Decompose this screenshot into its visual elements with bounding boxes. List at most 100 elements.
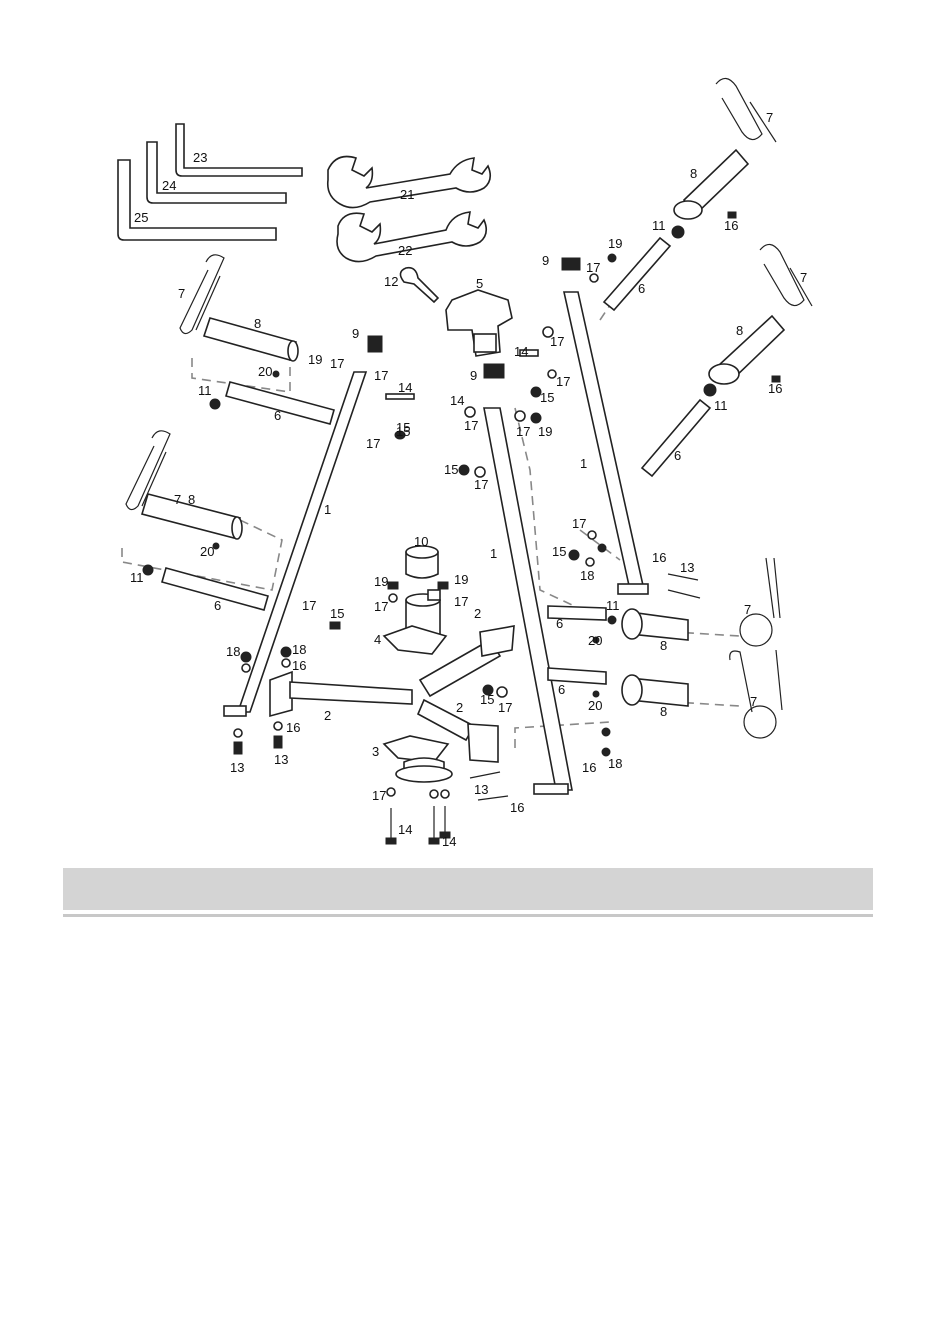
part-label: 11 — [606, 598, 620, 613]
part-label: 18 — [226, 644, 240, 659]
part-label: 13 — [230, 760, 244, 775]
top-bracket — [446, 290, 512, 356]
part-label: 14 — [514, 344, 528, 359]
part-label: 6 — [638, 281, 645, 296]
part-label: 24 — [162, 178, 176, 193]
part-label: 17 — [586, 260, 600, 275]
part-label: 14 — [398, 822, 412, 837]
part-label: 8 — [660, 638, 667, 653]
part-label: 15 — [396, 424, 410, 439]
part-label: 19 — [608, 236, 622, 251]
part-label: 11 — [198, 383, 212, 398]
part-label: 17 — [550, 334, 564, 349]
part-label: 3 — [372, 744, 379, 759]
part-label: 9 — [542, 253, 549, 268]
part-label: 6 — [274, 408, 281, 423]
left-weight-pegs — [142, 318, 334, 610]
part-label: 17 — [372, 788, 386, 803]
part-label: 16 — [286, 720, 300, 735]
part-label: 9 — [470, 368, 477, 383]
part-label: 16 — [652, 550, 666, 565]
part-label: 15 — [552, 544, 566, 559]
part-label: 25 — [134, 210, 148, 225]
part-label: 16 — [510, 800, 524, 815]
part-label: 8 — [736, 323, 743, 338]
part-label: 14 — [398, 380, 412, 395]
part-label: 17 — [374, 368, 388, 383]
part-label: 8 — [254, 316, 261, 331]
part-label: 13 — [474, 782, 488, 797]
part-label: 18 — [580, 568, 594, 583]
part-label: 11 — [652, 218, 666, 233]
part-label: 10 — [414, 534, 428, 549]
part-label: 6 — [214, 598, 221, 613]
part-label: 18 — [608, 756, 622, 771]
part-label: 19 — [308, 352, 322, 367]
part-label: 16 — [724, 218, 738, 233]
part-label: 5 — [476, 276, 483, 291]
part-label: 16 — [768, 381, 782, 396]
center-hub — [384, 546, 452, 782]
part-label: 1 — [324, 502, 331, 517]
part-label: 9 — [352, 326, 359, 341]
part-label: 12 — [384, 274, 398, 289]
part-label: 13 — [680, 560, 694, 575]
part-label: 7 — [178, 286, 185, 301]
part-label: 6 — [558, 682, 565, 697]
part-label: 1 — [490, 546, 497, 561]
part-label: 19 — [374, 574, 388, 589]
part-label: 2 — [474, 606, 481, 621]
part-label: 2 — [324, 708, 331, 723]
part-label: 14 — [442, 834, 456, 849]
part-label: 7 — [744, 602, 751, 617]
right-weight-pegs — [548, 150, 784, 706]
part-label: 17 — [374, 599, 388, 614]
part-label: 17 — [516, 424, 530, 439]
part-label: 17 — [366, 436, 380, 451]
part-label: 4 — [374, 632, 381, 647]
part-label: 11 — [714, 398, 728, 413]
section-header-bar — [63, 868, 873, 910]
part-label: 17 — [302, 598, 316, 613]
part-label: 16 — [292, 658, 306, 673]
part-label: 14 — [450, 393, 464, 408]
part-label: 17 — [474, 477, 488, 492]
part-label: 8 — [660, 704, 667, 719]
part-label: 8 — [188, 492, 195, 507]
part-label: 20 — [258, 364, 272, 379]
exploded-assembly-diagram: 23 24 25 21 22 7 8 11 16 19 9 17 6 7 8 1… — [0, 0, 933, 860]
section-divider — [63, 914, 873, 917]
part-label: 8 — [690, 166, 697, 181]
part-label: 6 — [674, 448, 681, 463]
part-label: 17 — [498, 700, 512, 715]
bottom-bolts — [386, 806, 450, 844]
part-label: 20 — [200, 544, 214, 559]
part-label: 18 — [292, 642, 306, 657]
part-label: 16 — [582, 760, 596, 775]
part-label: 21 — [400, 187, 414, 202]
part-label: 20 — [588, 698, 602, 713]
part-label: 19 — [538, 424, 552, 439]
part-label: 17 — [454, 594, 468, 609]
part-label: 1 — [580, 456, 587, 471]
part-label: 7 — [174, 492, 181, 507]
part-label: 15 — [540, 390, 554, 405]
part-label: 7 — [766, 110, 773, 125]
part-label: 17 — [572, 516, 586, 531]
part-label: 15 — [330, 606, 344, 621]
part-label: 13 — [274, 752, 288, 767]
part-label: 17 — [556, 374, 570, 389]
part-label: 17 — [330, 356, 344, 371]
part-label: 22 — [398, 243, 412, 258]
part-label: 15 — [444, 462, 458, 477]
part-label: 23 — [193, 150, 207, 165]
part-label: 7 — [800, 270, 807, 285]
part-label: 11 — [130, 570, 144, 585]
part-label: 7 — [750, 694, 757, 709]
part-label: 6 — [556, 616, 563, 631]
part-label: 2 — [456, 700, 463, 715]
part-label: 20 — [588, 633, 602, 648]
part-label: 17 — [464, 418, 478, 433]
part-label: 19 — [454, 572, 468, 587]
part-label: 15 — [480, 692, 494, 707]
